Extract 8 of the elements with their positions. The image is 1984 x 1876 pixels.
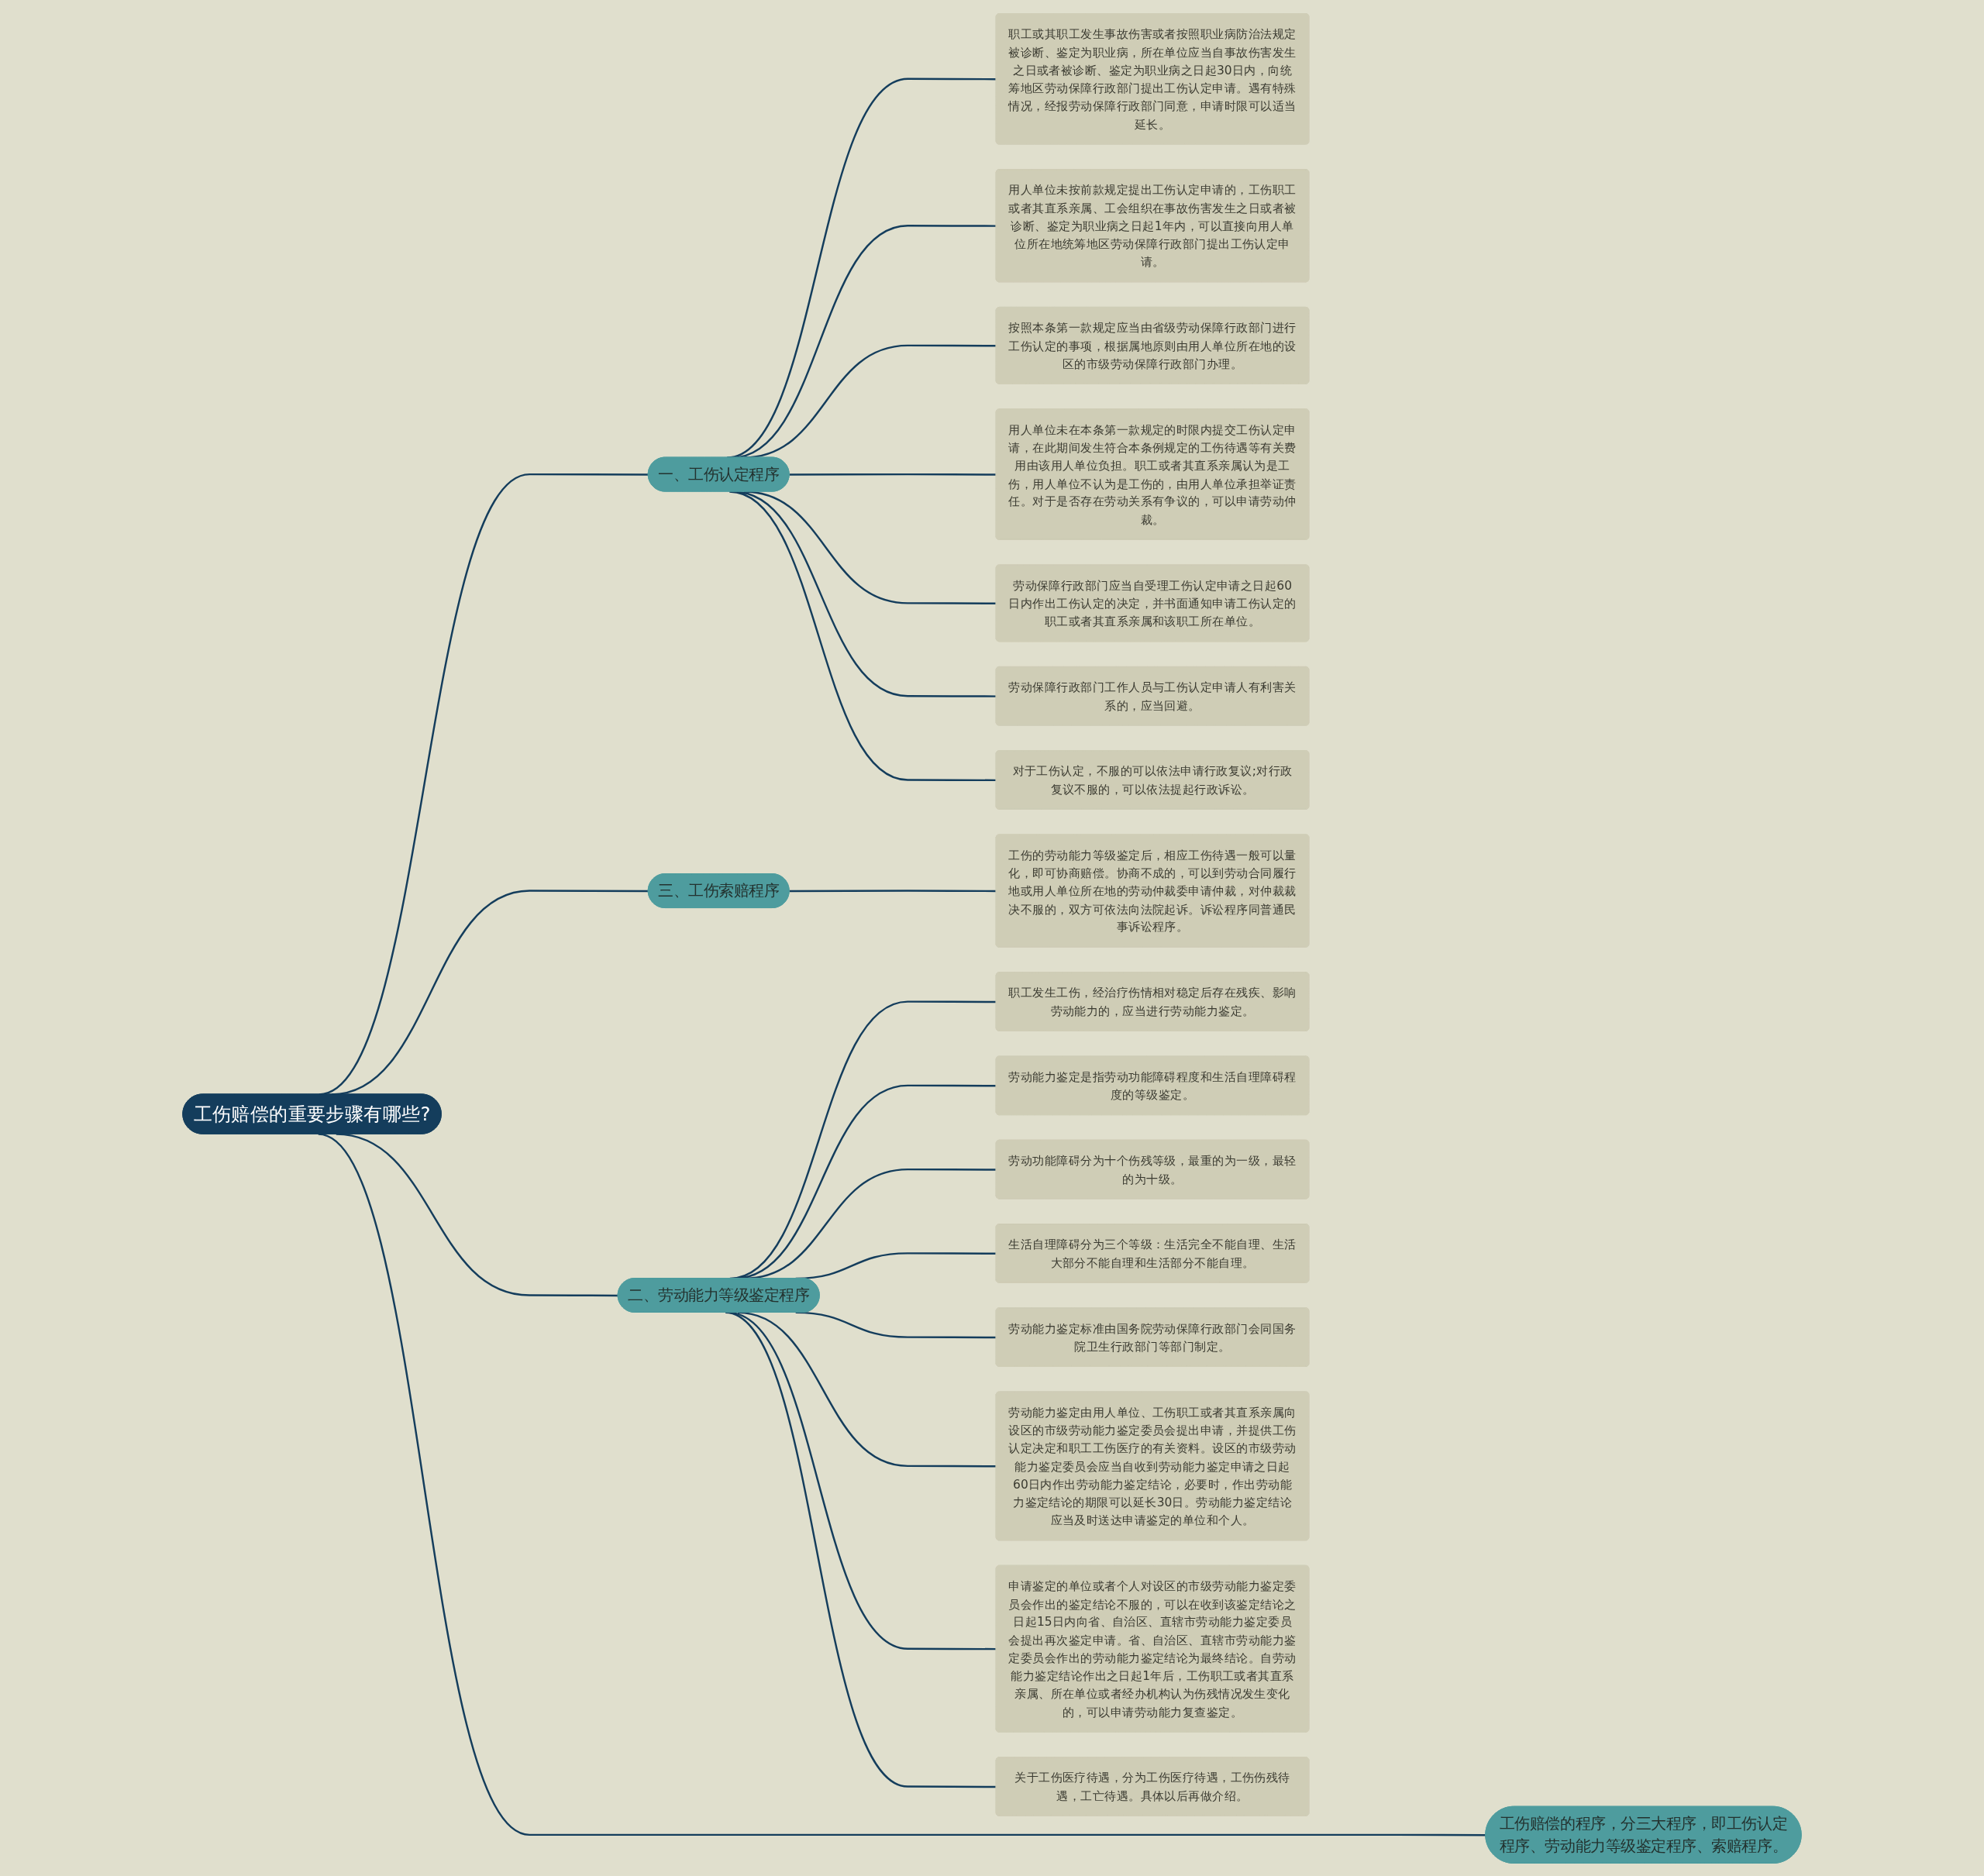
connector	[336, 1132, 618, 1296]
connector	[789, 889, 997, 892]
connector	[795, 1311, 997, 1338]
connector	[789, 473, 997, 476]
connector	[728, 490, 997, 781]
connector	[318, 1133, 1486, 1836]
connector	[725, 1311, 997, 1788]
connector	[737, 1311, 997, 1467]
